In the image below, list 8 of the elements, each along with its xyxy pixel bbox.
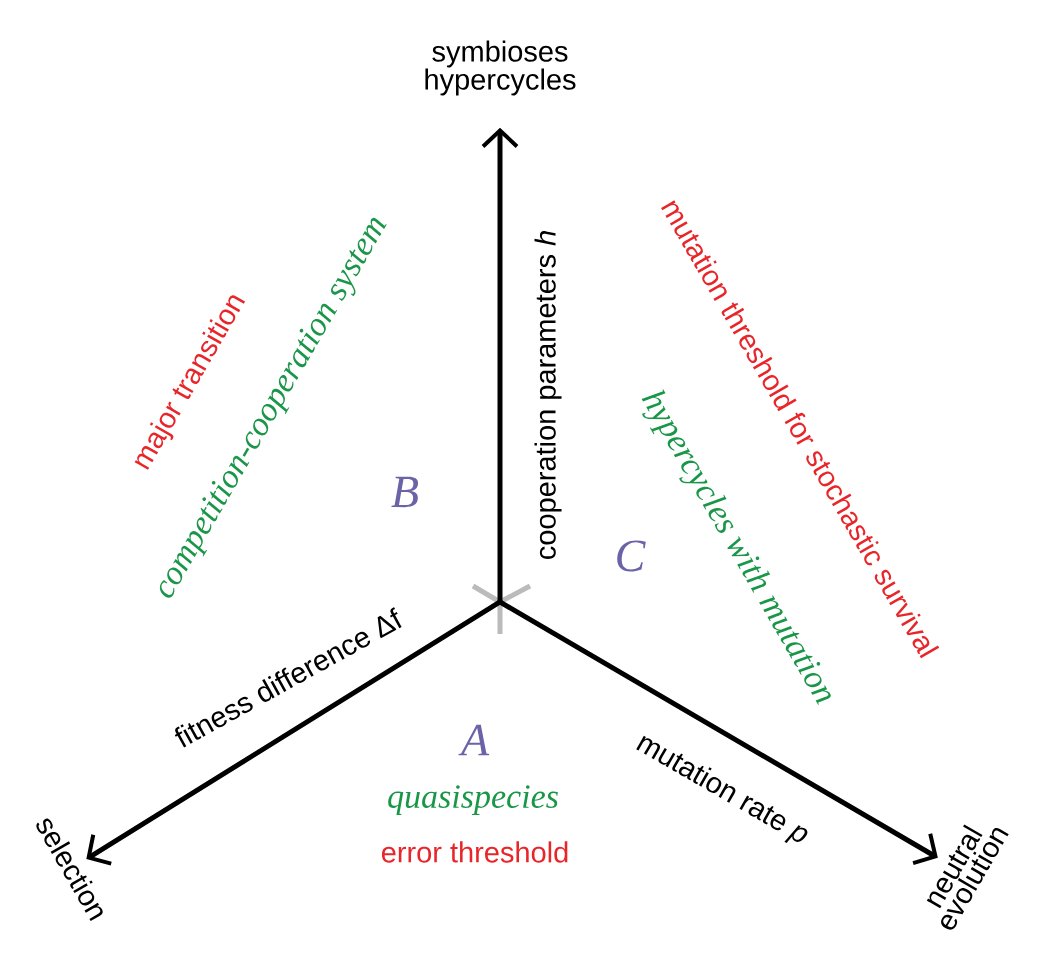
axis-label: cooperation parameters h [534, 231, 562, 559]
region-letter: C [617, 540, 646, 572]
axis-end-label: symbioses hypercycles [425, 40, 576, 96]
region-letter: A [458, 724, 490, 756]
axis-arrow [497, 599, 938, 865]
regime-label: error threshold [381, 841, 568, 863]
regime-label: quasispecies [388, 785, 558, 815]
region-letter: B [391, 476, 419, 508]
